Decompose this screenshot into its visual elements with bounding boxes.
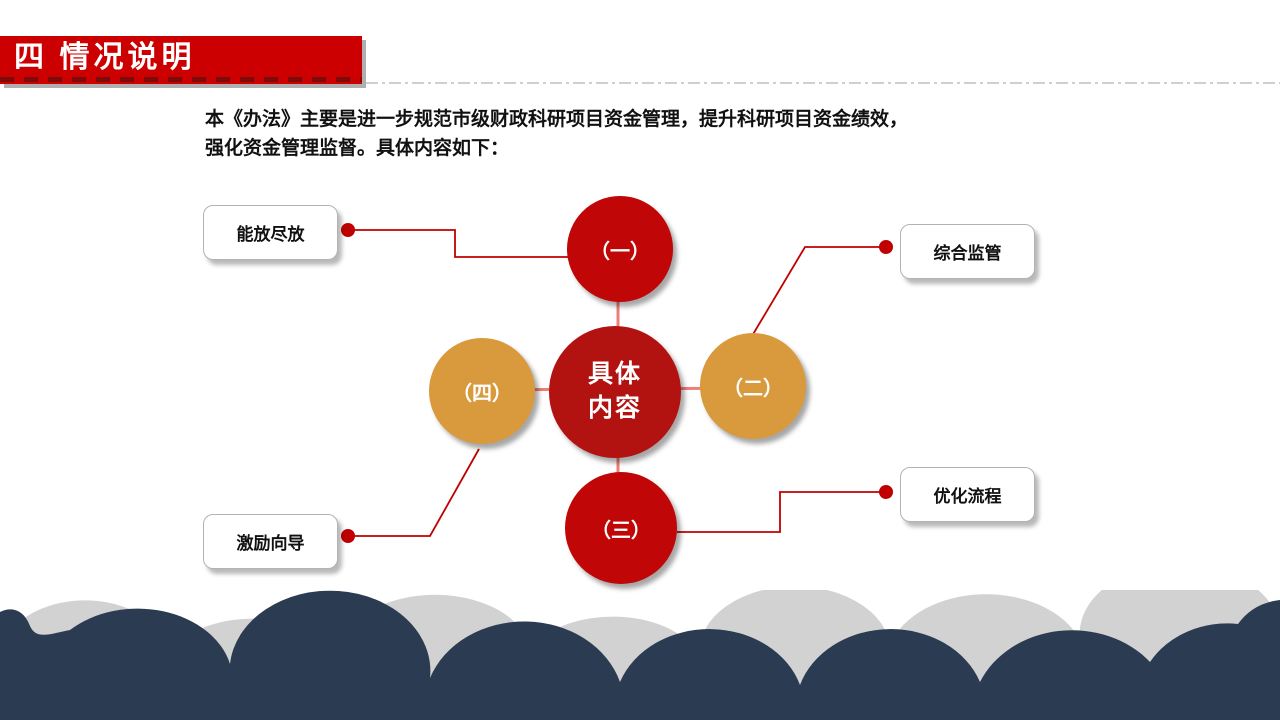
- banner-dash-decoration: [0, 77, 362, 82]
- connector-dot-top-left: [341, 223, 355, 237]
- connector-top-left: [348, 229, 575, 258]
- node-circle-one: （一）: [567, 196, 673, 302]
- bottom-wave-decoration: [0, 590, 1280, 720]
- section-title: 四 情况说明: [14, 41, 196, 74]
- wave-gray-layer: [0, 590, 1280, 720]
- intro-line-1: 本《办法》主要是进一步规范市级财政科研项目资金管理，提升科研项目资金绩效，: [205, 109, 909, 130]
- connector-dot-bottom-left: [341, 529, 355, 543]
- label-box-top-right: 综合监管: [900, 224, 1035, 279]
- connector-bottom-right: [677, 491, 886, 533]
- connector-dot-top-right: [879, 240, 893, 254]
- label-box-bottom-right: 优化流程: [900, 467, 1035, 522]
- wave-navy-layer: [0, 590, 1280, 720]
- header-dash-divider: [366, 82, 1280, 84]
- node-circle-four: （四）: [429, 338, 535, 444]
- intro-paragraph: 本《办法》主要是进一步规范市级财政科研项目资金管理，提升科研项目资金绩效， 强化…: [205, 106, 1045, 163]
- intro-line-2: 强化资金管理监督。具体内容如下：: [205, 137, 510, 159]
- label-box-top-left: 能放尽放: [203, 205, 338, 260]
- connector-dot-bottom-right: [879, 485, 893, 499]
- connector-top-right: [751, 246, 886, 337]
- section-header-banner: 四 情况说明: [0, 36, 362, 84]
- connector-bottom-left: [348, 448, 480, 537]
- label-box-bottom-left: 激励向导: [203, 514, 338, 569]
- node-circle-two: （二）: [700, 333, 806, 439]
- node-circle-three: （三）: [565, 472, 677, 584]
- hub-circle-specific-content: 具体 内容: [549, 326, 681, 458]
